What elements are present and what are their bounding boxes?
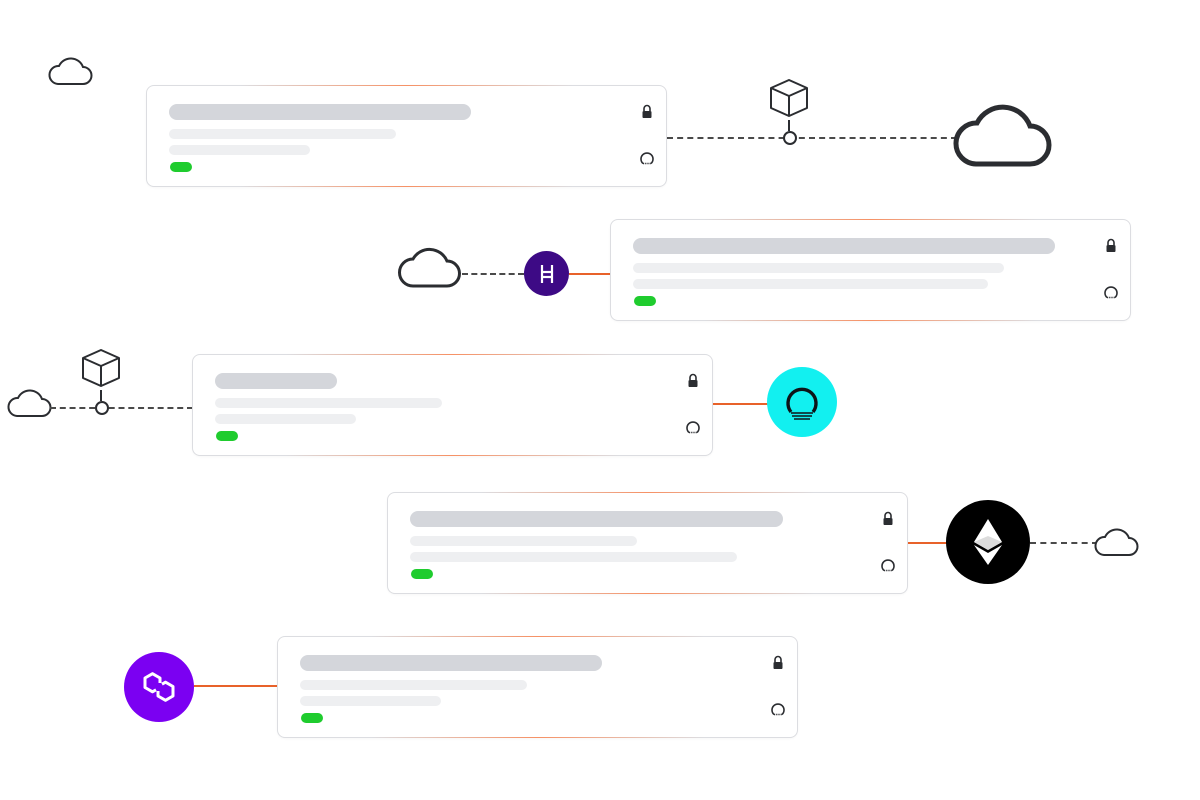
- status-badge: [170, 162, 192, 172]
- lock-icon: [773, 655, 783, 669]
- card-glow: [481, 593, 814, 594]
- placeholder-line: [410, 536, 637, 546]
- card-glow: [371, 636, 704, 637]
- lock-icon: [642, 104, 652, 118]
- card-5[interactable]: [277, 636, 798, 738]
- placeholder-title: [633, 238, 1055, 254]
- placeholder-line: [300, 696, 441, 706]
- placeholder-line: [410, 552, 737, 562]
- placeholder-line: [169, 145, 310, 155]
- ring-icon: [1104, 286, 1118, 299]
- placeholder-line: [215, 398, 442, 408]
- lock-icon: [1106, 238, 1116, 252]
- card-2[interactable]: [610, 219, 1131, 321]
- ocean-symbol-icon: [786, 387, 818, 420]
- ring-icon: [686, 421, 700, 434]
- card-glow: [704, 320, 1037, 321]
- hedera-logo[interactable]: [524, 251, 569, 296]
- card-3[interactable]: [192, 354, 713, 456]
- card-glow: [481, 492, 814, 493]
- lock-icon: [883, 511, 893, 525]
- connector-joint: [783, 131, 797, 145]
- cloud-icon: [1094, 528, 1139, 556]
- card-glow: [286, 455, 619, 456]
- connector-line: [569, 273, 611, 275]
- status-badge: [301, 713, 323, 723]
- placeholder-line: [215, 414, 356, 424]
- cloud-icon: [953, 104, 1052, 167]
- cloud-icon: [398, 247, 461, 288]
- connector-line: [908, 542, 948, 544]
- placeholder-line: [169, 129, 396, 139]
- ethereum-logo[interactable]: [946, 500, 1030, 584]
- cube-icon: [82, 349, 120, 387]
- status-badge: [634, 296, 656, 306]
- ocean-logo[interactable]: [767, 367, 837, 437]
- connector-line: [50, 407, 193, 409]
- connector-stem: [100, 390, 102, 401]
- hedera-symbol-icon: [540, 264, 553, 283]
- placeholder-title: [169, 104, 471, 120]
- ethereum-symbol-icon: [974, 519, 1002, 565]
- cube-icon: [770, 79, 808, 117]
- card-glow: [240, 85, 573, 86]
- ring-icon: [640, 152, 654, 165]
- card-glow: [286, 354, 619, 355]
- placeholder-line: [633, 279, 988, 289]
- connector-line: [667, 137, 957, 139]
- card-4[interactable]: [387, 492, 908, 594]
- cloud-icon: [48, 57, 93, 85]
- placeholder-title: [300, 655, 602, 671]
- lock-icon: [688, 373, 698, 387]
- card-glow: [371, 737, 704, 738]
- status-badge: [411, 569, 433, 579]
- placeholder-line: [633, 263, 1004, 273]
- placeholder-title: [410, 511, 783, 527]
- polygon-logo[interactable]: [124, 652, 194, 722]
- connector-line: [194, 685, 278, 687]
- ring-icon: [881, 559, 895, 572]
- placeholder-title: [215, 373, 337, 389]
- cloud-icon: [7, 389, 52, 417]
- card-1[interactable]: [146, 85, 667, 187]
- connector-stem: [788, 120, 790, 131]
- connector-line: [713, 403, 768, 405]
- connector-joint: [95, 401, 109, 415]
- polygon-symbol-icon: [143, 672, 175, 702]
- status-badge: [216, 431, 238, 441]
- connector-line: [462, 273, 524, 275]
- card-glow: [240, 186, 573, 187]
- connector-line: [1030, 542, 1098, 544]
- ring-icon: [771, 703, 785, 716]
- placeholder-line: [300, 680, 527, 690]
- card-glow: [704, 219, 1037, 220]
